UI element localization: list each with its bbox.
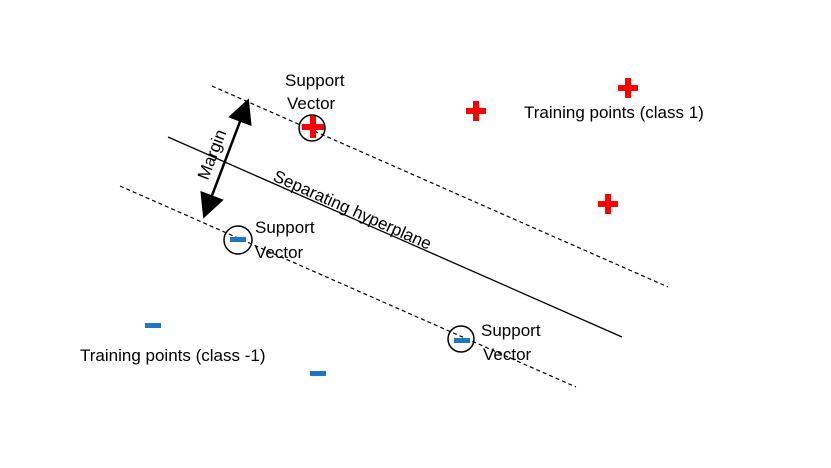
- support-vector-circle-positive: [298, 114, 326, 142]
- positive-point: [618, 78, 638, 98]
- support-vector-label-bottom-line2: Vector: [483, 345, 532, 364]
- training-points-class-1-label: Training points (class 1): [524, 103, 704, 122]
- support-vector-circle-negative: [447, 325, 475, 353]
- margin-arrow: [200, 98, 252, 219]
- negative-point-support: [454, 338, 470, 343]
- lower-margin-line: [119, 185, 577, 388]
- positive-point: [598, 194, 618, 214]
- margin-label: Margin: [194, 127, 230, 182]
- positive-point: [466, 101, 486, 121]
- support-vector-label-bottom-line1: Support: [481, 321, 541, 340]
- negative-point-support: [230, 237, 246, 242]
- negative-point: [145, 323, 161, 328]
- support-vector-label-top-line1: Support: [285, 71, 345, 90]
- support-vector-label-mid-line1: Support: [255, 218, 315, 237]
- hyperplane-label: Separating hyperplane: [270, 167, 434, 254]
- negative-point: [310, 371, 326, 376]
- support-vector-label-mid-line2: Vector: [255, 243, 304, 262]
- training-points-class-neg1-label: Training points (class -1): [80, 346, 266, 365]
- support-vector-circle-negative: [223, 225, 253, 255]
- upper-margin-line: [211, 85, 669, 288]
- support-vector-label-top-line2: Vector: [287, 94, 336, 113]
- positive-point-support: [302, 116, 324, 138]
